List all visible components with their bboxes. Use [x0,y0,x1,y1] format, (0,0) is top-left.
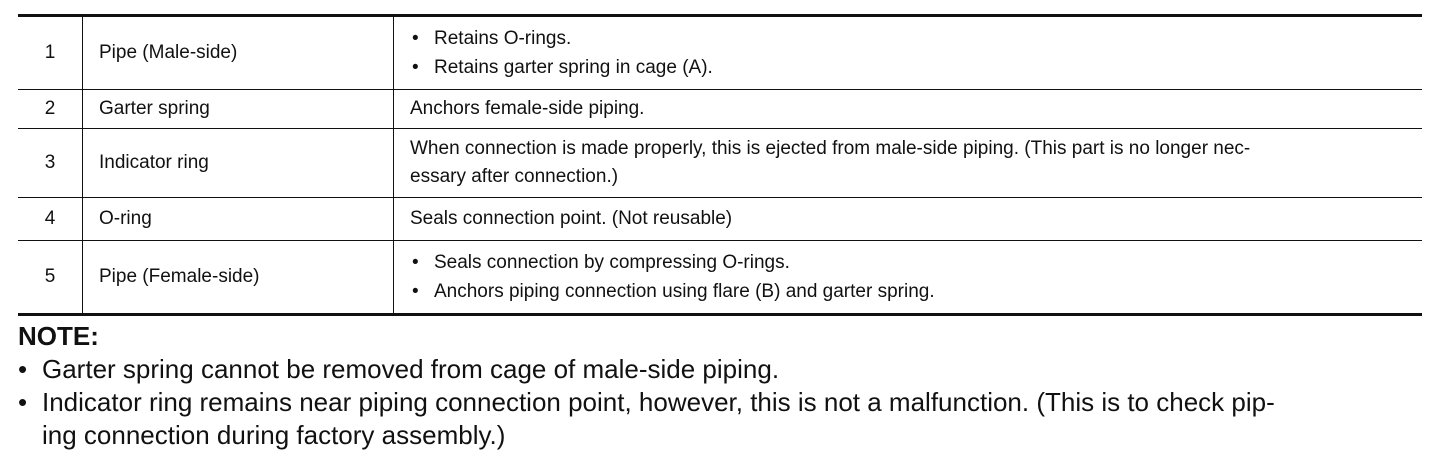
table-row: 2 Garter spring Anchors female-side pipi… [18,89,1422,129]
description-line: essary after connection.) [410,166,619,187]
note-line: Indicator ring remains near piping conne… [42,387,1275,417]
part-description: Retains O-rings. Retains garter spring i… [393,15,1422,90]
part-name: Pipe (Female-side) [82,240,394,315]
bullet-item: Seals connection by compressing O-rings. [410,248,1414,277]
bullet-item: Anchors piping connection using flare (B… [410,277,1414,306]
row-number: 1 [18,15,83,90]
row-number: 5 [18,240,83,315]
bullet-list: Retains O-rings. Retains garter spring i… [410,24,1414,82]
note-item: Indicator ring remains near piping conne… [18,386,1422,452]
row-number: 2 [18,89,83,129]
part-description: Seals connection by compressing O-rings.… [393,240,1422,315]
note-list: Garter spring cannot be removed from cag… [18,353,1422,452]
parts-table: 1 Pipe (Male-side) Retains O-rings. Reta… [18,14,1422,316]
part-name: O-ring [82,197,394,241]
part-description: When connection is made properly, this i… [393,128,1422,198]
table-row: 1 Pipe (Male-side) Retains O-rings. Reta… [18,15,1422,90]
note-line: ing connection during factory assembly.) [42,420,506,450]
description-line: When connection is made properly, this i… [410,138,1251,159]
table-row: 3 Indicator ring When connection is made… [18,128,1422,198]
row-number: 4 [18,197,83,241]
bullet-item: Retains O-rings. [410,24,1414,53]
part-description: Anchors female-side piping. [393,89,1422,129]
part-description: Seals connection point. (Not reusable) [393,197,1422,241]
part-name: Indicator ring [82,128,394,198]
row-number: 3 [18,128,83,198]
part-name: Pipe (Male-side) [82,15,394,90]
table-row: 4 O-ring Seals connection point. (Not re… [18,197,1422,241]
note-section: NOTE: Garter spring cannot be removed fr… [18,320,1422,452]
document-page: 1 Pipe (Male-side) Retains O-rings. Reta… [18,14,1422,452]
note-item: Garter spring cannot be removed from cag… [18,353,1422,386]
part-name: Garter spring [82,89,394,129]
bullet-item: Retains garter spring in cage (A). [410,53,1414,82]
note-title: NOTE: [18,321,99,351]
bullet-list: Seals connection by compressing O-rings.… [410,248,1414,306]
table-row: 5 Pipe (Female-side) Seals connection by… [18,240,1422,315]
